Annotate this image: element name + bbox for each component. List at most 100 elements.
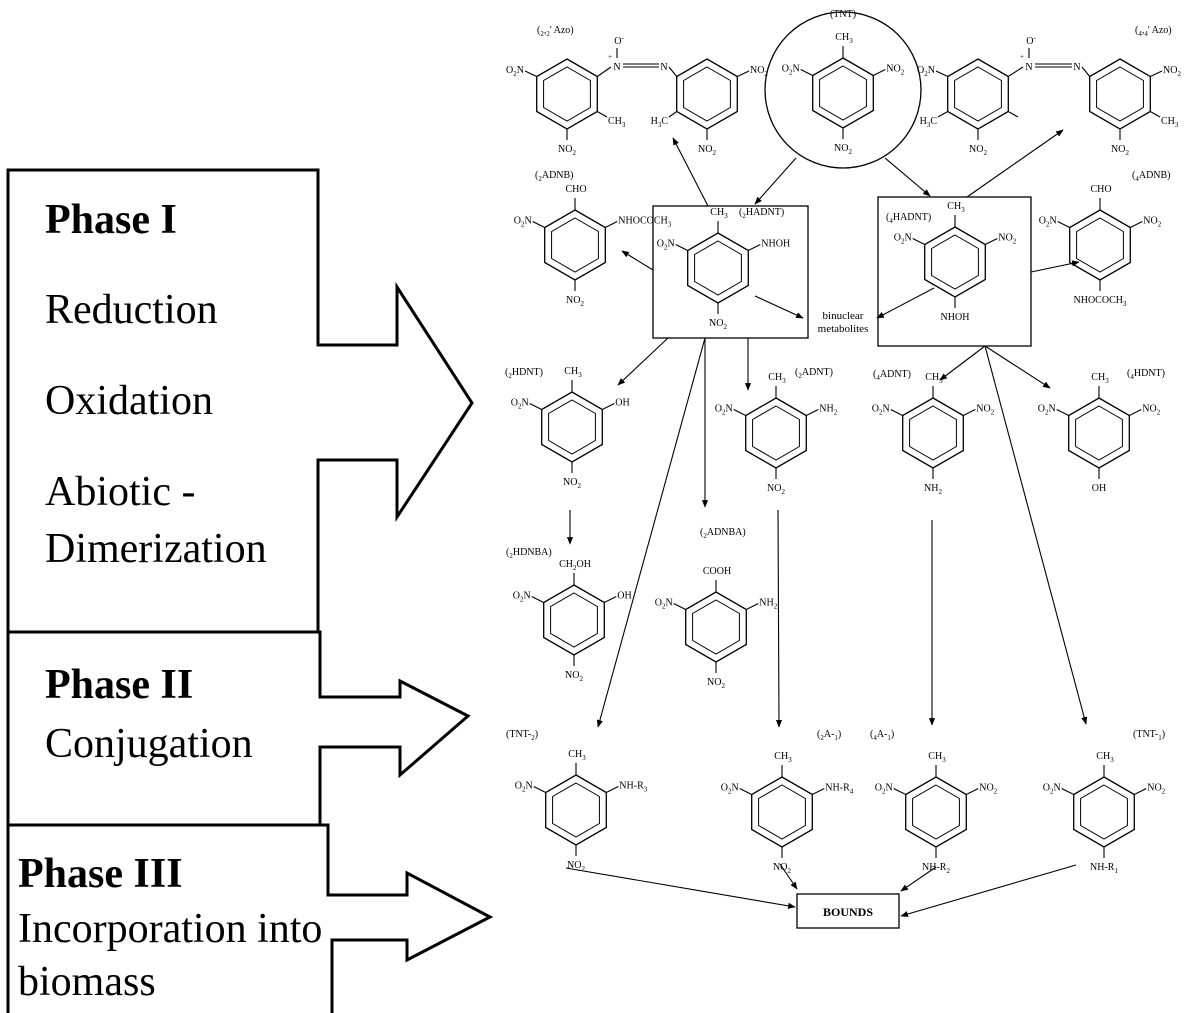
- phase-2-arrow: [8, 630, 471, 825]
- phase-3-title: Phase III: [18, 851, 183, 897]
- adnb4-top: CHO: [1090, 184, 1111, 195]
- adnb4-left: O2N: [1039, 216, 1057, 229]
- adnba2-left: O2N: [655, 598, 673, 611]
- a41-top: CH3: [928, 751, 946, 764]
- phase-3-item: Incorporation into: [18, 906, 323, 952]
- a41-right: NO2: [979, 783, 997, 796]
- bounds-box: [796, 893, 900, 929]
- azo44-r2-bottom: NO2: [1111, 144, 1129, 157]
- hdnba2-left: O2N: [513, 591, 531, 604]
- a41-label: (4A-1): [870, 729, 894, 742]
- a21-label: (2A-1): [817, 729, 841, 742]
- hdnt4-right: NO2: [1142, 404, 1160, 417]
- tnt1-top: CH3: [1096, 751, 1114, 764]
- hdnt2-right: OH: [615, 398, 629, 409]
- tnt2-right: NH-R3: [619, 781, 647, 794]
- phase-3-arrow: [8, 823, 494, 1013]
- hdnt2-bottom: NO2: [563, 477, 581, 490]
- hdnt2-top: CH3: [564, 366, 582, 379]
- a21-left: O2N: [721, 783, 739, 796]
- azo44-r1-left: O2N: [917, 65, 935, 78]
- a21-top: CH3: [774, 751, 792, 764]
- tnt-label: (TNT): [830, 9, 856, 20]
- bounds-label: BOUNDS: [823, 905, 873, 919]
- adnt4-label: (4ADNT): [873, 369, 911, 382]
- azo44-plus: +: [1020, 53, 1024, 61]
- azo44-label: (4,4' Azo): [1135, 25, 1172, 38]
- azo22-r1-sub: CH3: [608, 116, 626, 129]
- azo22-label: (2,2' Azo): [537, 25, 574, 38]
- tnt-left: O2N: [782, 64, 800, 77]
- adnt4-bottom: NH2: [924, 483, 942, 496]
- a41-left: O2N: [875, 783, 893, 796]
- hadnt4-bottom: NHOH: [941, 312, 970, 323]
- azo22-r2-sub: H3C: [651, 116, 669, 129]
- hdnt2-label: (2HDNT): [505, 367, 543, 380]
- adnb4-bottom: NHOCOCH3: [1074, 295, 1127, 308]
- phase-2-title: Phase II: [45, 662, 194, 708]
- adnba2-label: (2ADNBA): [700, 527, 746, 540]
- adnt2-right: NH2: [819, 404, 837, 417]
- adnb2-left: O2N: [514, 216, 532, 229]
- hdnt4-bottom: OH: [1092, 483, 1106, 494]
- tnt1-left: O2N: [1043, 783, 1061, 796]
- tnt-circle: [764, 11, 922, 169]
- tnt1-right: NO2: [1147, 783, 1165, 796]
- adnt2-top: CH3: [768, 372, 786, 385]
- tnt1-bottom: NH-R1: [1090, 862, 1118, 875]
- a21-right: NH-R4: [825, 783, 853, 796]
- hdnba2-label: (2HDNBA): [506, 547, 552, 560]
- adnt4-left: O2N: [872, 404, 890, 417]
- phase-arrows: [6, 168, 494, 1013]
- hdnba2-bottom: NO2: [565, 670, 583, 683]
- hadnt4-top: CH3: [947, 201, 965, 214]
- phase-1-item: Dimerization: [45, 526, 267, 572]
- azo44-r1-sub: H3C: [920, 116, 938, 129]
- azo44-n1: N: [1025, 62, 1032, 73]
- azo44-r1-bottom: NO2: [969, 144, 987, 157]
- adnb2-top: CHO: [565, 184, 586, 195]
- hdnt2-left: O2N: [511, 398, 529, 411]
- adnb2-right: NHOCOCH3: [618, 216, 671, 229]
- hdnba2-top: CH2OH: [559, 559, 591, 572]
- azo44-oxide: O-: [1026, 34, 1036, 47]
- phase-2-item: Conjugation: [45, 721, 253, 767]
- binuclear-line2: metabolites: [818, 323, 869, 335]
- hdnt4-label: (4HDNT): [1127, 368, 1165, 381]
- adnba2-right: NH2: [759, 598, 777, 611]
- adnt2-label: (2ADNT): [795, 367, 833, 380]
- azo44-r2-sub: CH3: [1161, 116, 1179, 129]
- a41-bottom: NH-R2: [922, 862, 950, 875]
- hadnt4-label: (4HADNT): [886, 212, 931, 225]
- adnt4-right: NO2: [976, 404, 994, 417]
- phase-1-title: Phase I: [45, 197, 177, 243]
- adnb4-label: (4ADNB): [1132, 170, 1171, 183]
- adnt2-left: O2N: [715, 404, 733, 417]
- phase-1-arrow: [6, 168, 474, 1013]
- phase-1-item: Reduction: [45, 287, 218, 333]
- hadnt2-left: O2N: [657, 239, 675, 252]
- tnt2-left: O2N: [515, 781, 533, 794]
- tnt2-top: CH3: [568, 749, 586, 762]
- phase-3-item: biomass: [18, 959, 156, 1005]
- adnt2-bottom: NO2: [767, 483, 785, 496]
- phase-1-item: Oxidation: [45, 378, 213, 424]
- tnt-right: NO2: [886, 64, 904, 77]
- adnb4-right: NO2: [1143, 216, 1161, 229]
- azo44-r2-right: NO2: [1163, 65, 1181, 78]
